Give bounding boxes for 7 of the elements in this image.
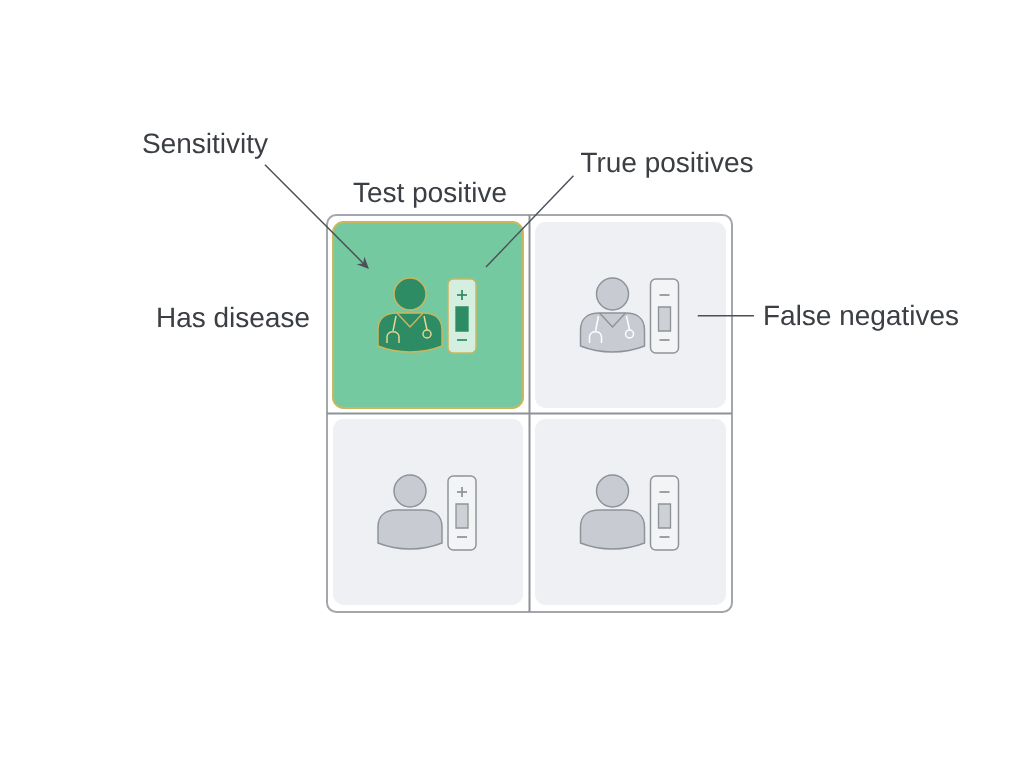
arrow [264,164,369,269]
column-label: Test positive [353,181,506,208]
leader-line [485,175,575,268]
callout-label: False negatives [765,304,958,331]
callout-label: Sensitivity [143,132,268,159]
leader-line [697,315,755,317]
callout-label: True positives [581,151,753,178]
